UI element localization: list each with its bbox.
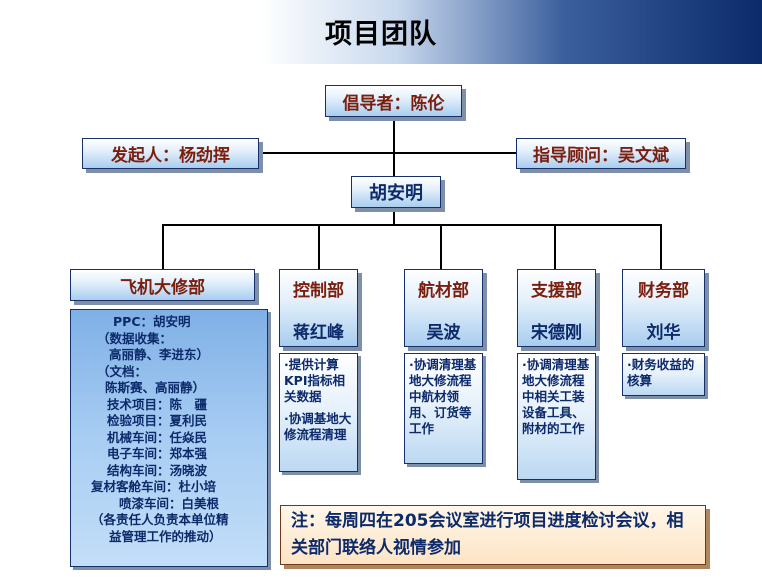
member-line: （各责任人负责本单位精 <box>91 512 229 527</box>
connector-drop-support <box>554 224 556 269</box>
dept-maintenance-label: 飞机大修部 <box>120 277 205 298</box>
material-tasks-box: ·协调清理基地大修流程中航材领用、订货等工作 <box>404 353 483 464</box>
member-line: 益管理工作的推动） <box>109 528 222 544</box>
dept-control-person: 蒋红峰 <box>293 323 344 343</box>
connector-drop-control <box>318 224 320 269</box>
initiator-box: 发起人：杨劲挥 <box>82 138 259 169</box>
header-banner <box>0 0 762 64</box>
dept-control-box: 控制部 蒋红峰 <box>279 269 358 347</box>
dept-finance-box: 财务部 刘华 <box>622 269 705 347</box>
maintenance-members-box: PPC：胡安明 （数据收集： 高丽静、李进东） （文档： 陈斯赛、高丽静） 技术… <box>70 309 268 567</box>
connector-leader-bus <box>393 208 395 225</box>
dept-material-person: 吴波 <box>426 323 461 343</box>
support-task-item: ·协调清理基地大修流程中相关工装设备工具、附材的工作 <box>522 357 590 436</box>
dept-support-person: 宋德刚 <box>531 323 582 343</box>
dept-finance-person: 刘华 <box>646 323 681 343</box>
member-line: 电子车间：郑本强 <box>107 446 208 461</box>
control-tasks-box: ·提供计算KPI指标相关数据 ·协调基地大修流程清理 <box>279 353 358 472</box>
connector-drop-maintenance <box>162 224 164 269</box>
member-line: （数据收集： <box>97 330 173 346</box>
finance-task-item: ·财务收益的核算 <box>627 357 695 388</box>
support-tasks-box: ·协调清理基地大修流程中相关工装设备工具、附材的工作 <box>517 353 596 480</box>
member-line: PPC：胡安明 <box>113 314 191 329</box>
connector-sponsor-leader <box>393 117 395 176</box>
connector-initiator-advisor <box>259 152 516 154</box>
leader-label: 胡安明 <box>369 183 423 204</box>
member-line: 结构车间：汤晓波 <box>107 462 208 478</box>
member-line: 喷漆车间：白美根 <box>119 495 220 511</box>
meeting-note: 注：每周四在205会议室进行项目进度检讨会议，相关部门联络人视情参加 <box>280 505 706 565</box>
control-task-item: ·协调基地大修流程清理 <box>284 411 352 442</box>
connector-department-bus <box>162 224 661 226</box>
dept-maintenance-box: 飞机大修部 <box>70 269 255 301</box>
member-line: 复材客舱车间：杜小培 <box>91 479 217 494</box>
dept-control-label: 控制部 <box>293 281 344 301</box>
dept-material-label: 航材部 <box>418 281 469 301</box>
connector-drop-finance <box>660 224 662 269</box>
member-line: 机械车间：任焱民 <box>107 429 208 445</box>
sponsor-box: 倡导者：陈伦 <box>325 85 462 117</box>
dept-finance-label: 财务部 <box>638 281 689 301</box>
page-title: 项目团队 <box>325 19 437 50</box>
material-task-item: ·协调清理基地大修流程中航材领用、订货等工作 <box>409 357 477 436</box>
leader-box: 胡安明 <box>351 176 441 208</box>
dept-support-box: 支援部 宋德刚 <box>517 269 596 347</box>
member-line: （文档： <box>97 363 148 379</box>
dept-material-box: 航材部 吴波 <box>404 269 483 347</box>
dept-support-label: 支援部 <box>531 281 582 301</box>
initiator-label: 发起人：杨劲挥 <box>111 146 230 166</box>
sponsor-label: 倡导者：陈伦 <box>342 93 445 114</box>
control-task-item: ·提供计算KPI指标相关数据 <box>284 357 345 404</box>
connector-drop-material <box>440 224 442 269</box>
member-line: 高丽静、李进东） <box>109 347 210 362</box>
member-line: 技术项目：陈 疆 <box>107 396 208 412</box>
member-line: 检验项目：夏利民 <box>107 413 208 428</box>
advisor-box: 指导顾问：吴文斌 <box>516 138 686 169</box>
member-line: 陈斯赛、高丽静） <box>105 380 206 395</box>
finance-tasks-box: ·财务收益的核算 <box>622 353 705 396</box>
advisor-label: 指导顾问：吴文斌 <box>533 146 669 166</box>
